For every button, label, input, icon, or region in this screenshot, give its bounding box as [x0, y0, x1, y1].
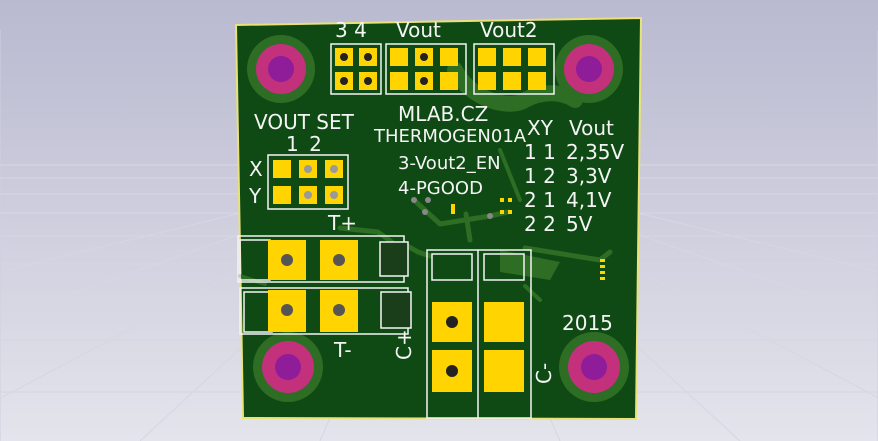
- table-row-xy: 1 2: [524, 164, 556, 188]
- jumper-header-vout: [385, 43, 467, 95]
- cap-plus-label: C+: [392, 329, 416, 360]
- mounting-hole-top-left: [247, 35, 315, 103]
- table-header-xy: XY: [527, 116, 553, 140]
- mounting-hole-bottom-right: [559, 332, 629, 402]
- label-vout2: Vout2: [480, 18, 538, 42]
- vout-set-header: [267, 154, 349, 210]
- label-vout: Vout: [396, 18, 441, 42]
- cap-minus-label: C-: [532, 362, 556, 384]
- connector-t-minus: [239, 287, 412, 335]
- t-minus-label: T-: [334, 338, 352, 362]
- pin3-note: 3-Vout2_EN: [398, 153, 501, 174]
- capacitor-connector: [426, 249, 532, 419]
- jumper-header-3-4: [330, 43, 382, 95]
- vout-set-label: VOUT SET: [254, 110, 354, 134]
- table-row-xy: 1 1: [524, 140, 556, 164]
- copper-pour: [500, 250, 560, 280]
- row-x-label: X: [249, 157, 263, 181]
- vout-set-columns: 1 2: [286, 132, 322, 156]
- smd-pads: [451, 198, 605, 280]
- table-row-xy: 2 1: [524, 188, 556, 212]
- jumper-header-vout2: [473, 43, 555, 95]
- table-row-vout: 2,35V: [566, 140, 625, 164]
- row-y-label: Y: [249, 184, 262, 208]
- vias: [411, 197, 493, 219]
- table-header-vout: Vout: [569, 116, 614, 140]
- table-row-vout: 4,1V: [566, 188, 612, 212]
- label-3-4: 3 4: [335, 18, 367, 42]
- table-row-xy: 2 2: [524, 212, 556, 236]
- table-row-vout: 5V: [566, 212, 593, 236]
- mounting-hole-bottom-left: [253, 332, 323, 402]
- copper-traces: [238, 62, 613, 302]
- table-row-vout: 3,3V: [566, 164, 612, 188]
- pin4-note: 4-PGOOD: [398, 178, 483, 199]
- connector-t-plus: [237, 235, 409, 283]
- year-label: 2015: [562, 311, 613, 335]
- brand-label: MLAB.CZ: [398, 102, 489, 126]
- t-plus-label: T+: [328, 211, 357, 235]
- mounting-hole-top-right: [555, 35, 623, 103]
- module-label: THERMOGEN01A: [374, 126, 527, 147]
